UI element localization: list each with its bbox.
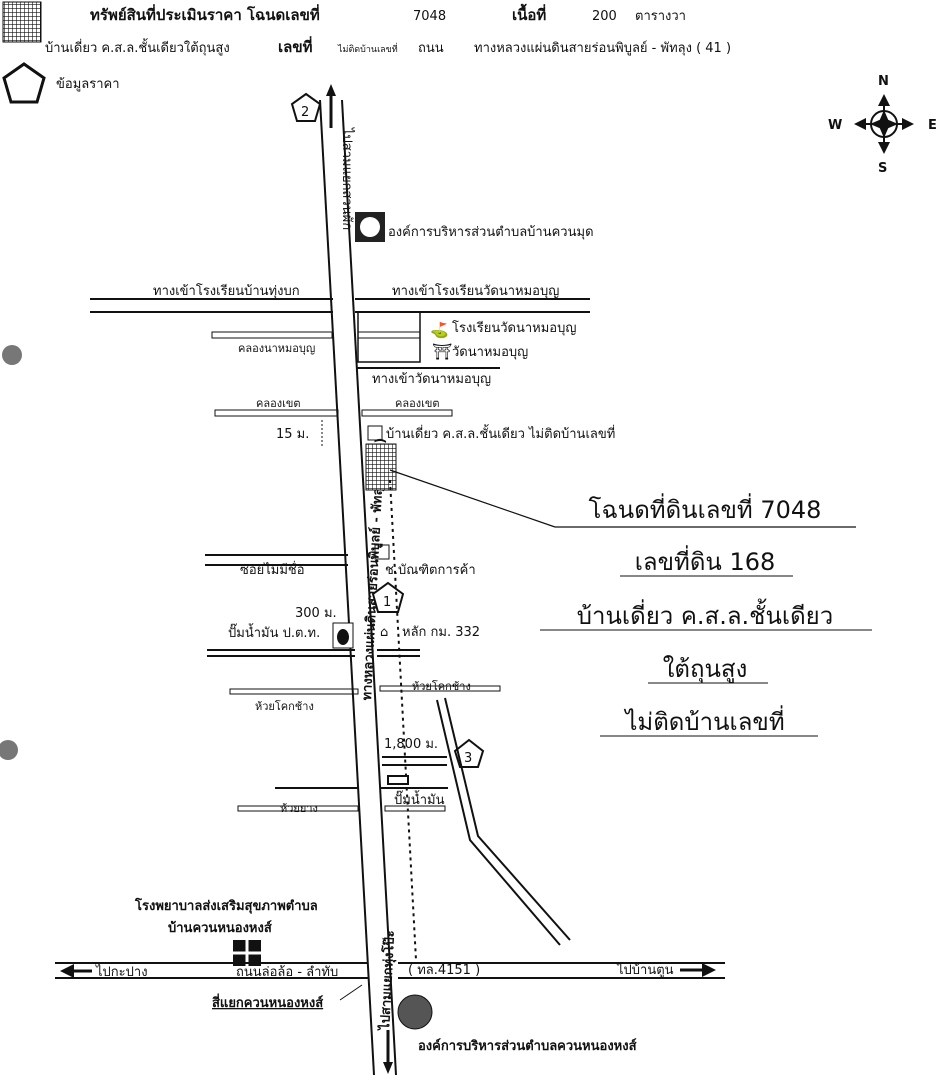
callout-house-no: ไม่ติดบ้านเลขที่ [623, 705, 784, 736]
main-road [319, 99, 397, 1076]
price-legend-label: ข้อมูลราคา [56, 77, 120, 92]
gas-station-icon [387, 775, 409, 785]
temple-road-label: ทางเข้าวัดนาหมอบุญ [372, 372, 491, 387]
road-south-label: ไปสามแยกทุ่งโป๊ะ [376, 930, 398, 1032]
hospital-label-2: บ้านควนหนองหงส์ [168, 920, 272, 936]
callout-deed: โฉนดที่ดินเลขที่ 7048 [589, 493, 822, 524]
canal-khet-right-label: คลองเขต [395, 397, 440, 410]
road-label: ถนน [418, 41, 444, 56]
callout-land-no: เลขที่ดิน 168 [635, 545, 776, 576]
svg-text:2: 2 [301, 105, 309, 120]
road-east-code-label: ( ทล.4151 ) [408, 963, 480, 978]
tao-north-label: องค์การบริหารส่วนตำบลบ้านควนมุด [388, 224, 594, 240]
creek-left-label: ห้วยโคกช้าง [255, 699, 314, 713]
creek-right-label: ห้วยโคกช้าง [412, 679, 471, 693]
school-road-left-label: ทางเข้าโรงเรียนบ้านทุ่งบก [153, 283, 300, 299]
temple-label: วัดนาหมอบุญ [452, 345, 528, 360]
shop-icon [374, 544, 390, 560]
junction-label: สี่แยกควนหนองหงส์ [212, 993, 323, 1011]
distance-dotted-line [389, 479, 417, 961]
arrow-east-icon [702, 963, 716, 977]
shop-label: ช.บัณฑิตการค้า [385, 563, 476, 578]
punch-hole [2, 345, 22, 365]
tao-south-label: องค์การบริหารส่วนตำบลควนหนองหงส์ [418, 1038, 637, 1054]
price-legend-pentagon-icon [2, 62, 46, 104]
school-road-right-label: ทางเข้าโรงเรียนวัดนาหมอบุญ [392, 283, 559, 299]
km-post-icon: ⌂ [380, 625, 388, 640]
road-north-label: ไปสามแยกสวนผัก [339, 127, 355, 230]
to-west-label: ไปกะปาง [95, 964, 148, 980]
to-east-label: ไปบ้านตูน [616, 962, 674, 978]
school-label: โรงเรียนวัดนาหมอบุญ [452, 320, 576, 336]
subject-label: บ้านเดี่ยว ค.ส.ล.ชั้นเดียว ไม่ติดบ้านเลข… [386, 424, 615, 442]
svg-text:3: 3 [464, 751, 472, 766]
area-value: 200 [592, 9, 617, 24]
punch-hole [0, 740, 18, 760]
temple-icon: ⛩ [432, 342, 452, 361]
svg-text:1: 1 [383, 595, 391, 610]
hospital-label-1: โรงพยาบาลส่งเสริมสุขภาพตำบล [134, 897, 318, 914]
soi-label: ซอยไม่มีชื่อ [240, 561, 305, 578]
creek-yang-label: ห้วยยาง [280, 802, 318, 815]
callout-leader [389, 469, 556, 528]
distance-1800m-label: 1,800 ม. [384, 737, 438, 752]
compass-s: S [878, 161, 887, 176]
distance-15m-label: 15 ม. [276, 427, 309, 442]
price-marker-1: 1 [371, 581, 405, 613]
callout-type: บ้านเดี่ยว ค.ส.ล.ชั้นเดียว [577, 598, 833, 630]
house-no-label: เลขที่ [278, 36, 313, 56]
deed-number: 7048 [413, 9, 446, 24]
road-west-label: ถนนล่อล้อ - ลำทับ [236, 965, 338, 980]
callout-box: โฉนดที่ดินเลขที่ 7048 เลขที่ดิน 168 บ้าน… [540, 493, 872, 737]
area-unit: ตารางวา [635, 9, 686, 24]
distance-300m-label: 300 ม. [295, 606, 337, 621]
deed-legend-icon [2, 1, 42, 43]
subject-plot [365, 443, 397, 491]
gas-station-label: ปั๊มน้ำมัน [394, 790, 445, 808]
compass-e: E [928, 118, 937, 133]
compass-icon [854, 94, 914, 154]
road-value: ทางหลวงแผ่นดินสายร่อนพิบูลย์ - พัทลุง ( … [474, 40, 731, 56]
house-no-value: ไม่ติดบ้านเลขที่ [337, 42, 398, 55]
house-icon [367, 425, 383, 441]
area-label: เนื้อที่ [512, 3, 546, 24]
arrow-west-icon [60, 964, 74, 978]
header-title: ทรัพย์สินที่ประเมินราคา โฉนดเลขที่ [90, 4, 320, 24]
property-type: บ้านเดี่ยว ค.ส.ล.ชั้นเดียวใต้ถุนสูง [45, 38, 230, 56]
km-post-label: หลัก กม. 332 [402, 625, 480, 640]
callout-type-2: ใต้ถุนสูง [663, 655, 748, 684]
ptt-label: ปั๊มน้ำมัน ป.ต.ท. [228, 623, 320, 641]
tao-south-logo-icon [397, 994, 433, 1030]
compass-n: N [878, 74, 889, 89]
canal-khet-left-label: คลองเขต [256, 397, 301, 410]
compass-w: W [828, 118, 842, 133]
price-marker-2: 2 [290, 92, 322, 122]
canal-1-label: คลองนาหมอบุญ [238, 342, 315, 355]
school-icon: ⛳ [430, 321, 449, 339]
